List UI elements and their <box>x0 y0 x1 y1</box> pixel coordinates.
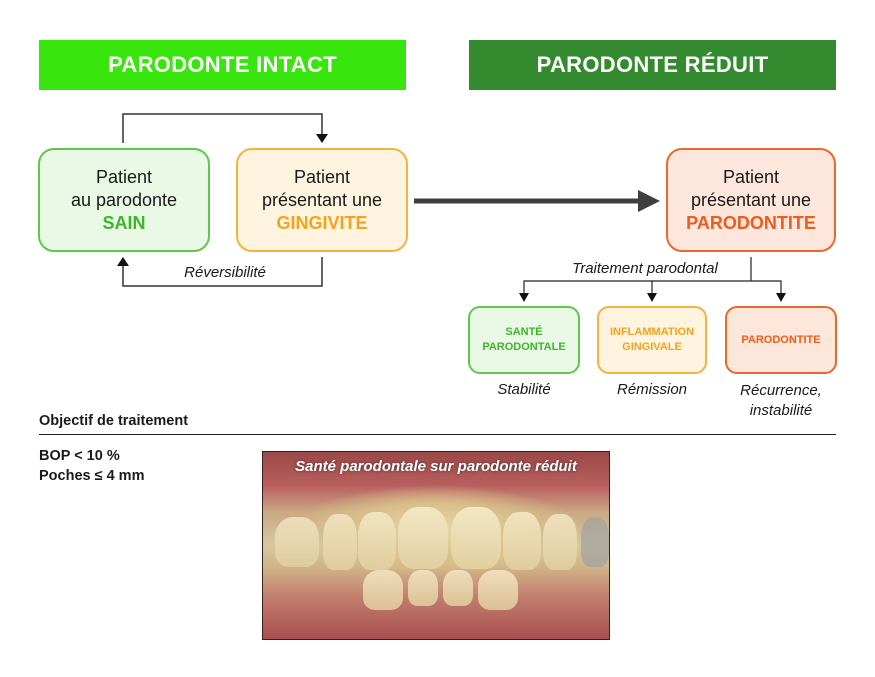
box-patient-parodontite: Patient présentant une PARODONTITE <box>666 148 836 252</box>
photo-caption: Santé parodontale sur parodonte réduit <box>295 458 577 475</box>
arrowhead-inflammation-icon <box>647 293 657 302</box>
arrowhead-parodontite-outcome-icon <box>776 293 786 302</box>
objective-divider <box>39 434 836 435</box>
outcome-inflammation-line1: INFLAMMATION <box>609 326 695 338</box>
tooth-shape <box>408 570 438 606</box>
label-traitement-parodontal: Traitement parodontal <box>572 260 718 277</box>
objective-bop: BOP < 10 % <box>39 448 120 464</box>
box-sain-line1: Patient <box>95 166 153 187</box>
box-patient-gingivite: Patient présentant une GINGIVITE <box>236 148 408 252</box>
tooth-shape <box>443 570 473 606</box>
arrowhead-sante-icon <box>519 293 529 302</box>
objective-title: Objectif de traitement <box>39 413 189 429</box>
outcome-sante-line2: PARODONTALE <box>482 341 566 353</box>
box-gingivite-strong: GINGIVITE <box>276 212 368 233</box>
box-parodontite-line1: Patient <box>722 166 780 187</box>
box-parodontite-line2: présentant une <box>690 189 812 210</box>
objective-values: BOP < 10 % Poches ≤ 4 mm <box>39 446 144 486</box>
header-parodonte-intact: PARODONTE INTACT <box>39 40 406 90</box>
box-sain-line2: au parodonte <box>70 189 178 210</box>
tooth-shape <box>323 514 357 570</box>
tooth-shape <box>543 514 577 570</box>
arrowhead-gingivite-icon <box>316 134 328 143</box>
clinical-photo: Santé parodontale sur parodonte réduit <box>262 451 610 640</box>
outcome-inflammation-line2: GINGIVALE <box>622 341 682 353</box>
tooth-shape <box>398 507 448 569</box>
label-reversibilite: Réversibilité <box>184 264 266 281</box>
tooth-shape <box>275 517 319 567</box>
caption-recurrence-line1: Récurrence, <box>740 382 822 399</box>
tooth-shape <box>581 517 609 567</box>
tooth-shape <box>451 507 501 569</box>
box-gingivite-line2: présentant une <box>261 189 383 210</box>
tooth-shape <box>503 512 541 570</box>
box-gingivite-line1: Patient <box>293 166 351 187</box>
box-parodontite-strong: PARODONTITE <box>686 212 816 233</box>
header-parodonte-intact-label: PARODONTE INTACT <box>108 52 337 77</box>
tooth-shape <box>358 512 396 570</box>
arrow-reversibilite <box>122 257 323 287</box>
outcome-inflammation-gingivale: INFLAMMATION GINGIVALE <box>597 306 707 374</box>
box-sain-strong: SAIN <box>102 212 146 233</box>
tooth-shape <box>478 570 518 610</box>
arrowhead-sain-icon <box>117 257 129 266</box>
caption-recurrence: Récurrence, instabilité <box>725 381 837 421</box>
tooth-shape <box>363 570 403 610</box>
caption-remission: Rémission <box>616 381 688 398</box>
objective-poches: Poches ≤ 4 mm <box>39 468 145 484</box>
outcome-parodontite: PARODONTITE <box>725 306 837 374</box>
arrow-sain-to-gingivite <box>122 113 323 143</box>
caption-recurrence-line2: instabilité <box>749 402 813 419</box>
header-parodonte-reduit-label: PARODONTE RÉDUIT <box>536 52 769 77</box>
arrowhead-parodontite-icon <box>638 190 660 212</box>
box-patient-sain: Patient au parodonte SAIN <box>38 148 210 252</box>
outcome-sante-line1: SANTÉ <box>505 326 543 338</box>
outcome-sante-parodontale: SANTÉ PARODONTALE <box>468 306 580 374</box>
outcome-parodontite-line1: PARODONTITE <box>741 333 821 346</box>
caption-stabilite: Stabilité <box>497 381 551 398</box>
header-parodonte-reduit: PARODONTE RÉDUIT <box>469 40 836 90</box>
